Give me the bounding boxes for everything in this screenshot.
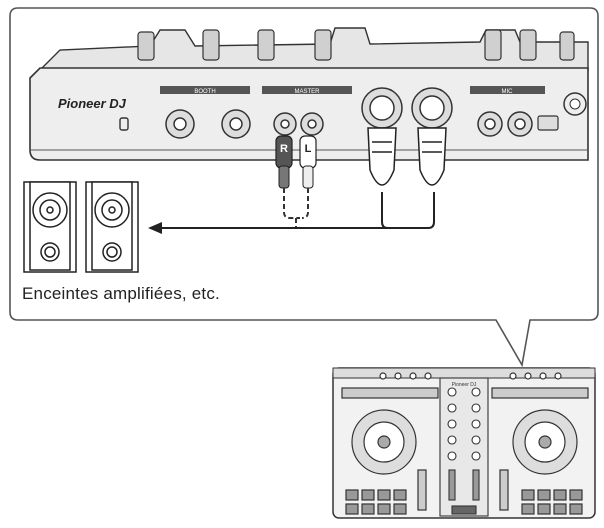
rca-plug-left-label: L [305, 143, 312, 155]
mic-section-label: MIC [502, 89, 514, 95]
powered-speakers [23, 181, 139, 273]
top-knobs [137, 29, 575, 61]
brand-logo: Pioneer DJ [58, 96, 127, 111]
speaker-caption: Enceintes amplifiées, etc. [22, 284, 220, 303]
master-xlr-jacks [361, 87, 453, 129]
controller-rear-panel: BOOTH MASTER MIC Pioneer DJ [29, 27, 589, 161]
master-section-label: MASTER [294, 89, 320, 95]
booth-section-label: BOOTH [194, 89, 215, 95]
controller-brand: Pioneer DJ [452, 382, 477, 388]
controller-top-view: Pioneer DJ [332, 367, 596, 519]
booth-jacks [165, 109, 251, 139]
rca-cables [283, 188, 309, 228]
rca-plug-right-label: R [280, 143, 288, 155]
mic-jacks [477, 111, 533, 137]
lock-slot-icon [119, 117, 129, 131]
master-rca-jacks [273, 112, 324, 136]
xlr-plugs [367, 127, 447, 186]
arrow-head-icon [148, 222, 162, 234]
rca-plugs: R L [275, 135, 317, 189]
